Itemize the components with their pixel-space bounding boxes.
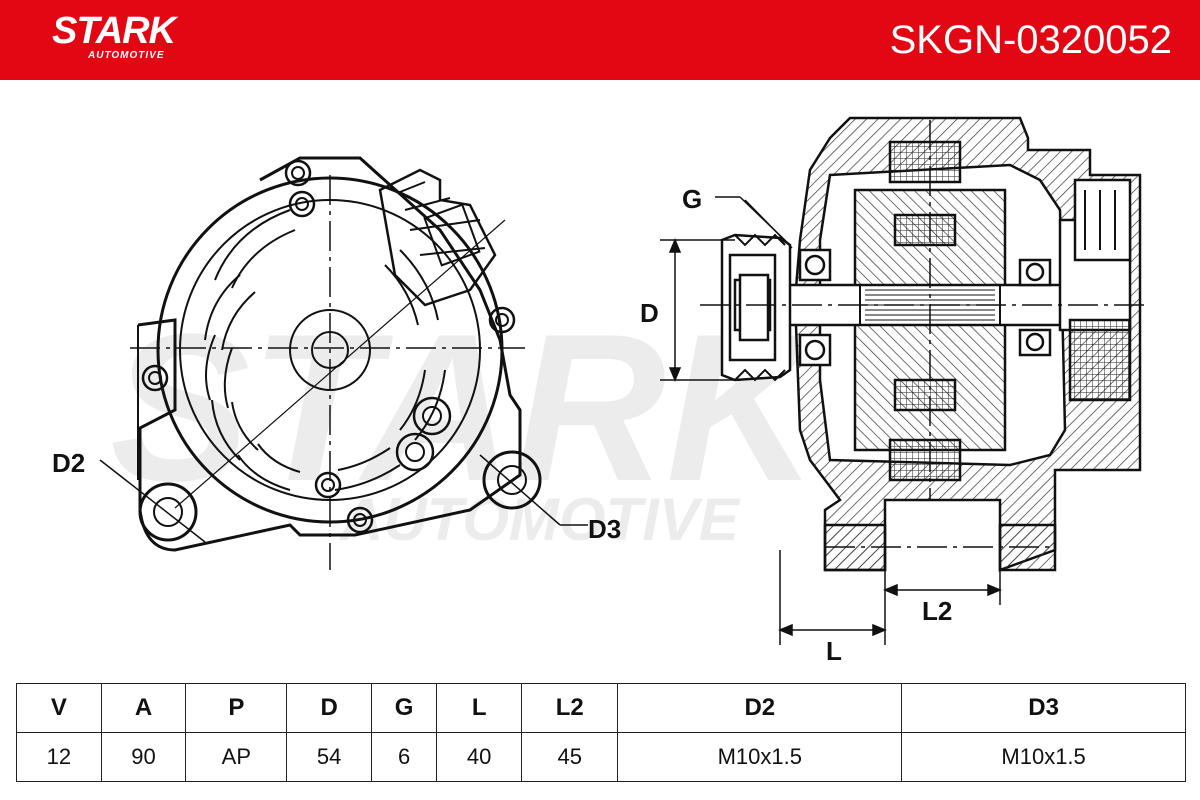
brand-name: STARK: [52, 10, 176, 52]
svg-text:AUTOMOTIVE: AUTOMOTIVE: [338, 486, 741, 553]
spec-header: D2: [617, 683, 903, 733]
watermark-logo: STARK AUTOMOTIVE: [110, 290, 831, 553]
part-number: SKGN-0320052: [889, 18, 1172, 62]
spec-header: D3: [901, 683, 1186, 733]
spec-header: V: [16, 683, 102, 733]
header-bar: STARK AUTOMOTIVE SKGN-0320052: [0, 0, 1200, 80]
spec-value: 54: [286, 732, 372, 782]
spec-value: 12: [16, 732, 102, 782]
spec-header: P: [185, 683, 288, 733]
label-g: G: [682, 184, 702, 214]
label-l2: L2: [922, 596, 952, 626]
spec-value: 6: [370, 732, 438, 782]
spec-header: L: [436, 683, 522, 733]
specs-table: V A P D G L L2 D2 D3 12 90 AP 54 6 40 45…: [16, 683, 1186, 782]
dimension-lines: [660, 196, 1002, 645]
brand-sub: AUTOMOTIVE: [88, 50, 165, 61]
spec-header: G: [370, 683, 438, 733]
spec-value: M10x1.5: [901, 732, 1186, 782]
technical-drawing: STARK AUTOMOTIVE: [52, 116, 1150, 666]
alternator-section-view: [700, 116, 1150, 572]
spec-value: 45: [520, 732, 619, 782]
svg-text:STARK: STARK: [110, 290, 831, 525]
spec-header: D: [286, 683, 372, 733]
brand-logo: STARK AUTOMOTIVE: [52, 10, 176, 62]
alternator-front-view: [99, 156, 588, 570]
spec-header: L2: [520, 683, 619, 733]
spec-value: 90: [100, 732, 187, 782]
specs-header-row: V A P D G L L2 D2 D3: [16, 683, 1186, 733]
label-d2: D2: [52, 448, 85, 478]
spec-header: A: [100, 683, 187, 733]
spec-value: 40: [436, 732, 522, 782]
spec-value: AP: [185, 732, 288, 782]
label-d3: D3: [588, 514, 621, 544]
label-l: L: [826, 636, 842, 666]
label-d: D: [640, 298, 659, 328]
spec-value: M10x1.5: [617, 732, 903, 782]
specs-value-row: 12 90 AP 54 6 40 45 M10x1.5 M10x1.5: [16, 732, 1186, 782]
